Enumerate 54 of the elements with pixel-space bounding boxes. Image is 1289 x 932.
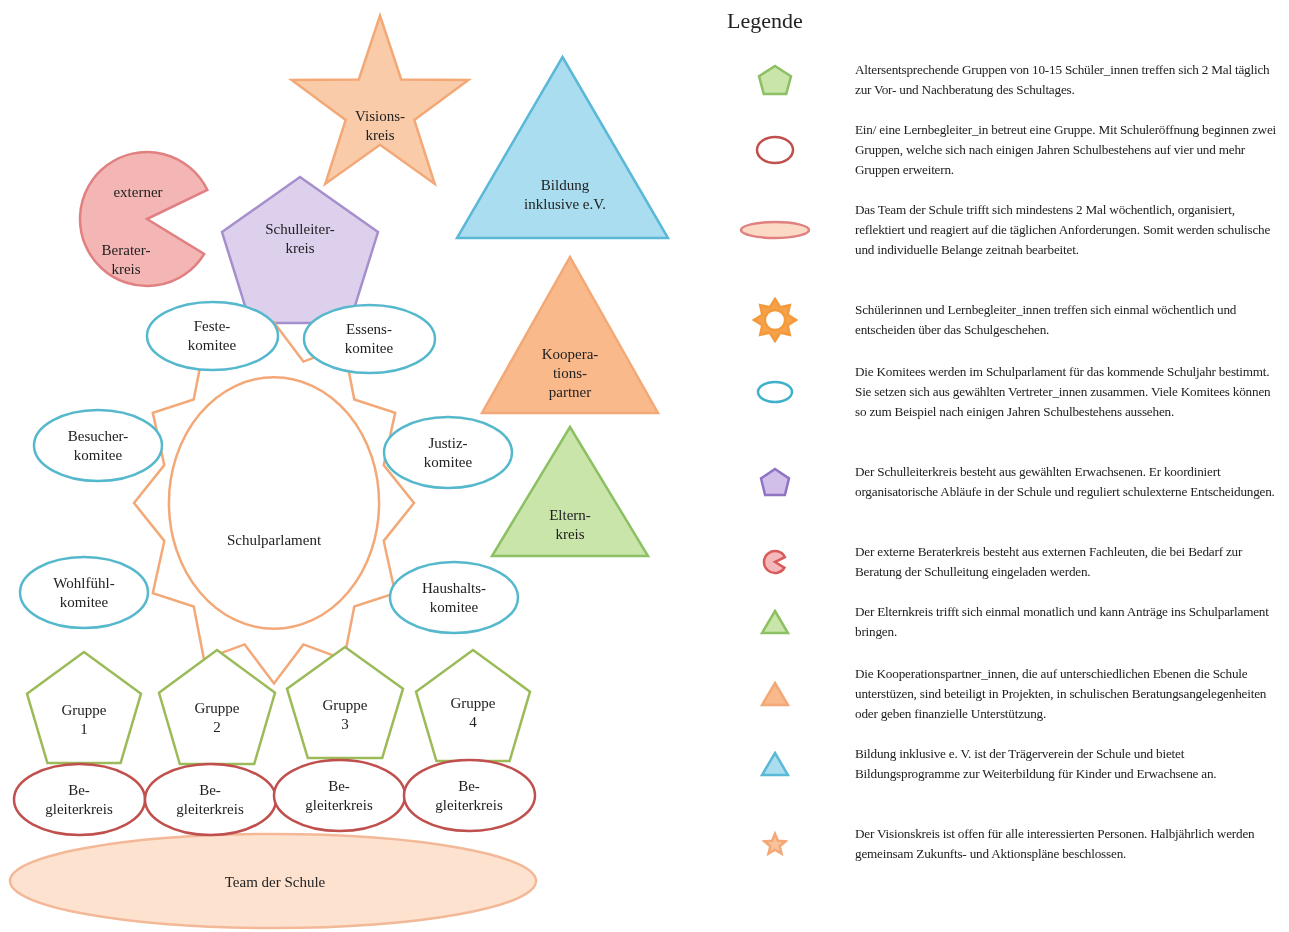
node-label: Schulleiter- kreis [264, 220, 336, 258]
legend-text: Das Team der Schule trifft sich mindestens 2 Mal wöchentlich, organisiert, reflektiert und reagiert auf die täglichen Anforderungen. Somit werden schulische und individuelle Belange zeitnah bearbeitet. [855, 201, 1272, 259]
ellipse-shape [8, 832, 538, 930]
node-label: Gruppe 4 [449, 694, 497, 732]
node-label: Bildung inklusive e.V. [523, 176, 607, 214]
ellipse-shape [145, 300, 280, 372]
ellipse-shape [272, 758, 407, 833]
legend-text: Die Komitees werden im Schulparlament für das kommende Schuljahr bestimmt. Sie setzen sich aus gewählten Vertreter_innen zusammen. Viele Komitees können so zum Beispiel nach einigen Jahren Schulbestehens aussehen. [855, 363, 1272, 421]
node-label: Schulparlament [225, 530, 323, 550]
ellipse-shape [402, 758, 537, 833]
triangle-shape [455, 55, 670, 240]
pentagon-shape [285, 645, 405, 760]
triangle-shape [490, 425, 650, 558]
triangle-shape [480, 255, 660, 415]
node-label: Team der Schule [223, 872, 327, 892]
node-label: Eltern- kreis [548, 506, 592, 544]
legend-title: Legende [727, 8, 803, 34]
legend-text: Der Schulleiterkreis besteht aus gewählten Erwachsenen. Er koordiniert organisatorische Abläufe in der Schule und reguliert schulexterne Entscheidungen. [855, 463, 1276, 501]
ellipse-shape [302, 303, 437, 375]
node-label: Be- gleiterkreis [434, 777, 504, 815]
legend-text: Die Kooperationspartner_innen, die auf unterschiedlichen Ebenen die Schule unterstüzen, sind beteiligt in Projekten, in schulischen Beratungsangelegenheiten oder geben finanzielle Unterstützung. [855, 665, 1268, 723]
node-label: Be- gleiterkreis [44, 781, 114, 819]
node-label: Wohlfühl- komitee [52, 574, 116, 612]
ellipse-shape [18, 555, 150, 630]
node-label: Justiz- komitee [422, 434, 474, 472]
node-label: Haushalts- komitee [420, 579, 488, 617]
node-label: Be- gleiterkreis [304, 777, 374, 815]
node-label: Essens- komitee [343, 320, 395, 358]
legend-text: Ein/ eine Lernbegleiter_in betreut eine Gruppe. Mit Schuleröffnung beginnen zwei Gruppen, welche sich nach einigen Jahren Schulbestehens auf vier und mehr Gruppen erweitern. [855, 121, 1277, 179]
node-label: Koopera- tions- partner [540, 344, 600, 402]
pentagon-shape [157, 648, 277, 766]
node-label: Berater- kreis [100, 241, 152, 279]
legend-text: Schülerinnen und Lernbegleiter_innen treffen sich einmal wöchentlich und entscheiden über das Schulgeschehen. [855, 301, 1238, 339]
ellipse-shape [12, 762, 147, 837]
node-label: Gruppe 1 [60, 701, 108, 739]
node-label: Feste- komitee [186, 317, 238, 355]
node-label: Be- gleiterkreis [175, 781, 245, 819]
sun-shape [132, 318, 416, 688]
legend-text: Der externe Beraterkreis besteht aus externen Fachleuten, die bei Bedarf zur Beratung der Schulleitung eingeladen werden. [855, 543, 1244, 581]
node-label: Gruppe 2 [193, 699, 241, 737]
ellipse-shape [143, 762, 278, 837]
pentagon-shape [25, 650, 143, 765]
node-label: Visions- kreis [354, 107, 406, 145]
pentagon-shape [414, 648, 532, 763]
node-label: externer [112, 182, 164, 202]
ellipse-shape [382, 415, 514, 490]
ellipse-shape [32, 408, 164, 483]
node-label: Gruppe 3 [321, 696, 369, 734]
legend-text: Bildung inklusive e. V. ist der Trägerverein der Schule und bietet Bildungsprogramme zur Weiterbildung für Kinder und Erwachsene an. [855, 745, 1218, 783]
legend-text: Der Elternkreis trifft sich einmal monatlich und kann Anträge ins Schulparlament bringen. [855, 603, 1270, 641]
legend-text: Altersentsprechende Gruppen von 10-15 Schüler_innen treffen sich 2 Mal täglich zur Vor- und Nachberatung des Schultages. [855, 61, 1271, 99]
legend-text: Der Visionskreis ist offen für alle interessierten Personen. Halbjährlich werden gemeinsam Zukunfts- und Aktionspläne beschlossen. [855, 825, 1256, 863]
ellipse-shape [388, 560, 520, 635]
node-label: Besucher- komitee [66, 427, 130, 465]
